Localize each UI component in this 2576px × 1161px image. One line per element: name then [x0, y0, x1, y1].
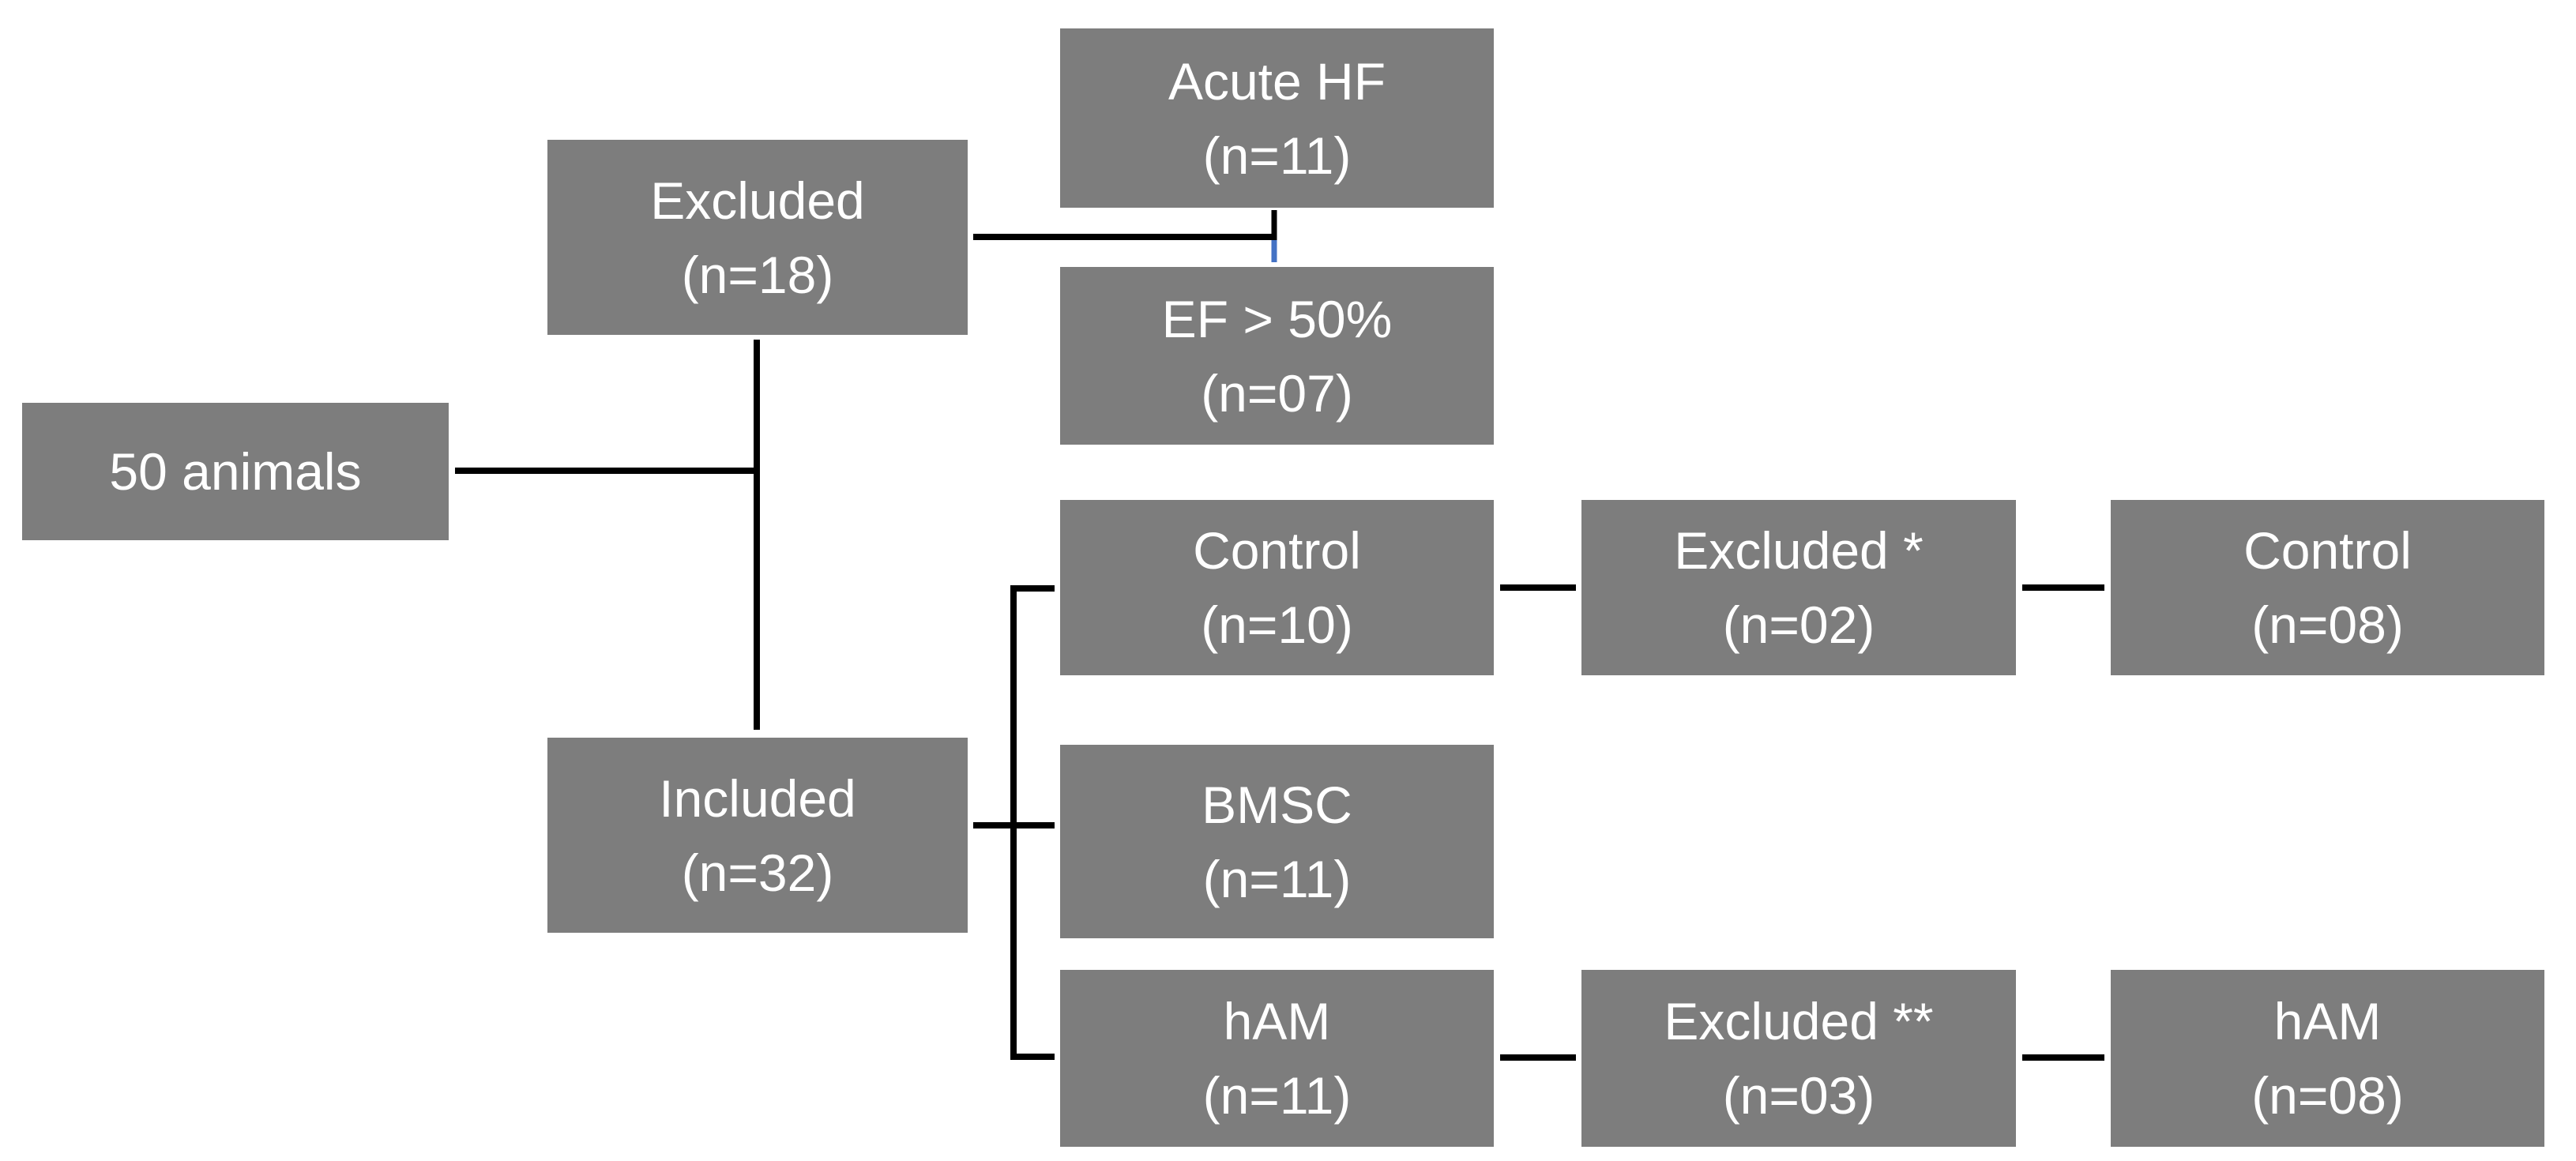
- node-label: EF > 50%: [1161, 289, 1393, 348]
- node-label: BMSC: [1202, 775, 1352, 834]
- node-control-initial: Control (n=10): [1060, 500, 1494, 675]
- node-count: (n=11): [1202, 126, 1352, 185]
- node-label: Control: [2243, 521, 2412, 580]
- node-count: (n=32): [681, 843, 834, 902]
- node-included: Included (n=32): [547, 738, 968, 933]
- node-count: (n=03): [1722, 1066, 1875, 1125]
- node-count: (n=08): [2251, 1066, 2404, 1125]
- node-label: Control: [1193, 521, 1361, 580]
- node-label: hAM: [1223, 992, 1331, 1050]
- node-excluded: Excluded (n=18): [547, 140, 968, 335]
- node-count: (n=11): [1202, 849, 1352, 908]
- node-label: Excluded *: [1674, 521, 1924, 580]
- node-control-excluded: Excluded * (n=02): [1581, 500, 2016, 675]
- node-ham-final: hAM (n=08): [2111, 970, 2544, 1147]
- node-label: Excluded: [650, 171, 865, 230]
- node-label: Excluded **: [1664, 992, 1934, 1050]
- node-bmsc: BMSC (n=11): [1060, 745, 1494, 938]
- node-label: 50 animals: [109, 442, 362, 501]
- node-label: Acute HF: [1168, 51, 1386, 111]
- node-count: (n=07): [1201, 363, 1353, 423]
- node-ham-initial: hAM (n=11): [1060, 970, 1494, 1147]
- node-total-animals: 50 animals: [22, 403, 449, 540]
- node-control-final: Control (n=08): [2111, 500, 2544, 675]
- node-count: (n=08): [2251, 596, 2404, 654]
- node-acute-hf: Acute HF (n=11): [1060, 28, 1494, 208]
- node-count: (n=10): [1201, 596, 1353, 654]
- node-label: hAM: [2273, 992, 2382, 1050]
- node-label: Included: [659, 768, 856, 828]
- node-count: (n=02): [1722, 596, 1875, 654]
- node-count: (n=11): [1202, 1066, 1352, 1125]
- node-count: (n=18): [681, 245, 834, 304]
- node-ham-excluded: Excluded ** (n=03): [1581, 970, 2016, 1147]
- node-ef-gt-50: EF > 50% (n=07): [1060, 267, 1494, 445]
